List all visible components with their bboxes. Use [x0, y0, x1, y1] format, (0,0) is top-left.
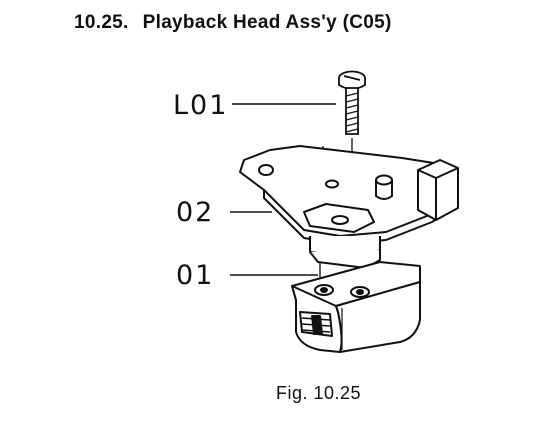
- section-heading: 10.25. Playback Head Ass'y (C05): [74, 12, 392, 34]
- callout-02: 02: [176, 197, 215, 228]
- callout-01: 01: [176, 260, 215, 291]
- figure-caption: Fig. 10.25: [276, 383, 362, 403]
- playback-head-part: [291, 261, 421, 353]
- callout-L01: L01: [173, 90, 229, 121]
- section-title: Playback Head Ass'y (C05): [142, 12, 392, 33]
- section-number: 10.25.: [74, 12, 129, 33]
- screw-part: [338, 70, 366, 135]
- head-mounting-bracket: [239, 145, 459, 269]
